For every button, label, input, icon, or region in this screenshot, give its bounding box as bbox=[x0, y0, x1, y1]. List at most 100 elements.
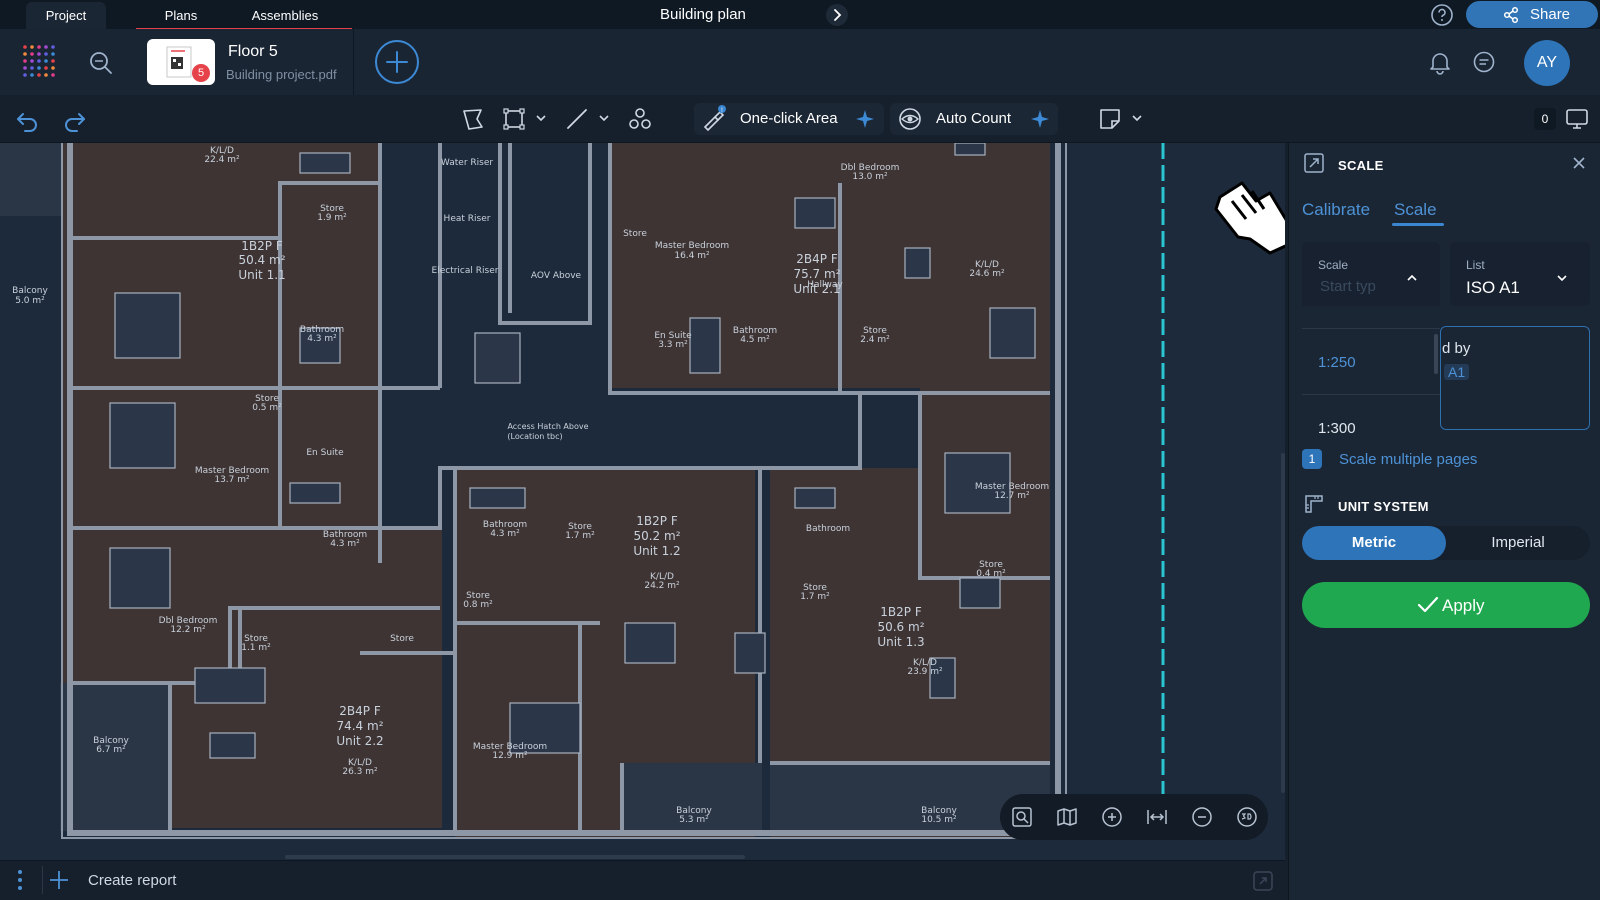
comment-icon[interactable] bbox=[1471, 49, 1497, 75]
drawing-canvas[interactable]: Balcony 5.0 m² K/L/D 22.4 m² 1B2P F 50.4… bbox=[0, 143, 1285, 860]
chevron-down-icon[interactable] bbox=[534, 111, 548, 125]
grid-dot bbox=[23, 52, 27, 56]
label-unit22-name: Unit 2.2 bbox=[336, 734, 383, 748]
chevron-down-icon[interactable] bbox=[1130, 111, 1144, 125]
label-kld-bot-area: 26.3 m² bbox=[342, 767, 378, 777]
plus-icon[interactable] bbox=[48, 869, 70, 891]
active-tab-indicator bbox=[1392, 223, 1444, 226]
grid-dot bbox=[30, 73, 34, 77]
label-master-bedroom-b-area: 13.7 m² bbox=[214, 475, 250, 485]
list-select[interactable] bbox=[1450, 242, 1590, 306]
search-icon[interactable] bbox=[88, 50, 114, 76]
polygon-area-icon[interactable] bbox=[459, 105, 487, 133]
page-title: Building plan bbox=[660, 6, 746, 23]
scale-input-placeholder[interactable]: Start typ bbox=[1320, 278, 1376, 295]
label-balcony-b-area: 5.3 m² bbox=[679, 815, 709, 825]
label-unit22-area: 74.4 m² bbox=[336, 719, 383, 733]
top-bar bbox=[0, 0, 1600, 29]
label-balcony-top-area: 5.0 m² bbox=[15, 296, 45, 306]
magic-brush-icon: ! bbox=[700, 105, 728, 133]
file-name: Floor 5 bbox=[228, 43, 278, 60]
label-bathroom4: Bathroom bbox=[483, 520, 527, 530]
label-unit13-name: Unit 1.3 bbox=[877, 635, 924, 649]
label-store-a: Store bbox=[623, 229, 647, 239]
scale-multiple-pages-link[interactable]: Scale multiple pages bbox=[1339, 451, 1478, 468]
scale-option[interactable]: 1:300 bbox=[1318, 420, 1356, 437]
room-fill bbox=[610, 143, 1050, 388]
vertical-scrollbar[interactable] bbox=[1281, 453, 1285, 793]
bell-icon[interactable] bbox=[1427, 49, 1453, 75]
tab-calibrate[interactable]: Calibrate bbox=[1302, 200, 1371, 219]
dropdown-scrollbar[interactable] bbox=[1434, 334, 1438, 374]
grid-dot bbox=[37, 59, 41, 63]
label-unit13-area: 50.6 m² bbox=[877, 620, 924, 634]
label-balcony-a: Balcony bbox=[93, 736, 129, 746]
close-icon[interactable] bbox=[1570, 154, 1588, 172]
tab-scale[interactable]: Scale bbox=[1394, 200, 1437, 219]
grid-dot bbox=[51, 73, 55, 77]
label-store2-area: 2.4 m² bbox=[860, 335, 890, 345]
imperial-option[interactable]: Imperial bbox=[1491, 534, 1545, 551]
detected-scale-card[interactable] bbox=[1440, 326, 1590, 430]
balcony-fill bbox=[622, 763, 762, 833]
scale-option[interactable]: 1:250 bbox=[1318, 354, 1356, 371]
label-unit12-type: 1B2P F bbox=[636, 514, 678, 528]
grid-dot bbox=[30, 45, 34, 49]
sticky-note-icon[interactable] bbox=[1096, 105, 1124, 133]
map-icon[interactable] bbox=[1055, 805, 1079, 829]
metric-option[interactable]: Metric bbox=[1302, 526, 1446, 560]
floor-plan: Balcony 5.0 m² K/L/D 22.4 m² 1B2P F 50.4… bbox=[0, 143, 1285, 859]
zoom-fit-icon[interactable] bbox=[1010, 805, 1034, 829]
label-en-suite-area: 3.3 m² bbox=[658, 340, 688, 350]
chevron-up-icon[interactable] bbox=[1404, 270, 1420, 286]
bottom-bar bbox=[0, 860, 1285, 900]
divider bbox=[42, 866, 43, 894]
detected-badge: A1 bbox=[1444, 364, 1470, 380]
tab-plans[interactable]: Plans bbox=[164, 8, 198, 23]
label-kld-r2-area: 23.9 m² bbox=[907, 667, 943, 677]
balcony-fill bbox=[0, 143, 62, 216]
label-kld-mid-area: 24.2 m² bbox=[644, 581, 680, 591]
grid-dot bbox=[37, 52, 41, 56]
chevron-down-icon[interactable] bbox=[1554, 270, 1570, 286]
fit-width-icon[interactable] bbox=[1145, 805, 1169, 829]
chevron-right-icon[interactable] bbox=[826, 4, 848, 26]
line-tool-icon[interactable] bbox=[563, 105, 591, 133]
label-en-suite: En Suite bbox=[654, 331, 692, 341]
zoom-in-icon[interactable] bbox=[1100, 805, 1124, 829]
label-store7-area: 0.4 m² bbox=[976, 569, 1006, 579]
redo-icon[interactable] bbox=[61, 106, 89, 134]
label-bathroom3: Bathroom bbox=[323, 530, 367, 540]
file-thumbnail[interactable] bbox=[147, 39, 215, 85]
avatar[interactable]: AY bbox=[1524, 40, 1570, 86]
label-master-bedroom-a: Master Bedroom bbox=[655, 241, 729, 251]
more-vertical-icon[interactable] bbox=[10, 867, 30, 893]
label-kld-r2: K/L/D bbox=[913, 658, 937, 668]
scale-input-field[interactable] bbox=[1302, 242, 1440, 306]
label-store1-area: 1.9 m² bbox=[317, 213, 347, 223]
count-tool-icon[interactable] bbox=[626, 105, 654, 133]
label-store5-area: 0.8 m² bbox=[463, 600, 493, 610]
app-grid-icon[interactable] bbox=[22, 44, 56, 78]
label-unit11-name: Unit 1.1 bbox=[238, 268, 285, 282]
monitor-icon[interactable] bbox=[1563, 105, 1591, 133]
create-report-button[interactable]: Create report bbox=[88, 872, 177, 889]
apply-button[interactable]: Apply bbox=[1302, 582, 1590, 628]
horizontal-scrollbar[interactable] bbox=[285, 855, 745, 859]
help-icon[interactable] bbox=[1430, 3, 1454, 27]
label-store9: Store bbox=[390, 634, 414, 644]
plan-text: Balcony 5.0 m² K/L/D 22.4 m² 1B2P F 50.4… bbox=[12, 146, 1049, 825]
tab-project[interactable]: Project bbox=[26, 2, 106, 29]
share-button[interactable]: Share bbox=[1466, 1, 1598, 28]
zoom-out-icon[interactable] bbox=[1190, 805, 1214, 829]
grid-dot bbox=[30, 59, 34, 63]
grid-dot bbox=[23, 73, 27, 77]
expand-panel-icon[interactable] bbox=[1251, 869, 1275, 893]
rectangle-area-icon[interactable] bbox=[500, 105, 528, 133]
tab-assemblies[interactable]: Assemblies bbox=[251, 8, 319, 23]
add-plan-button[interactable] bbox=[375, 40, 419, 84]
undo-icon[interactable] bbox=[13, 106, 41, 134]
chevron-down-icon[interactable] bbox=[597, 111, 611, 125]
label-kld-top-area: 22.4 m² bbox=[204, 155, 240, 165]
3d-view-icon[interactable] bbox=[1235, 805, 1259, 829]
